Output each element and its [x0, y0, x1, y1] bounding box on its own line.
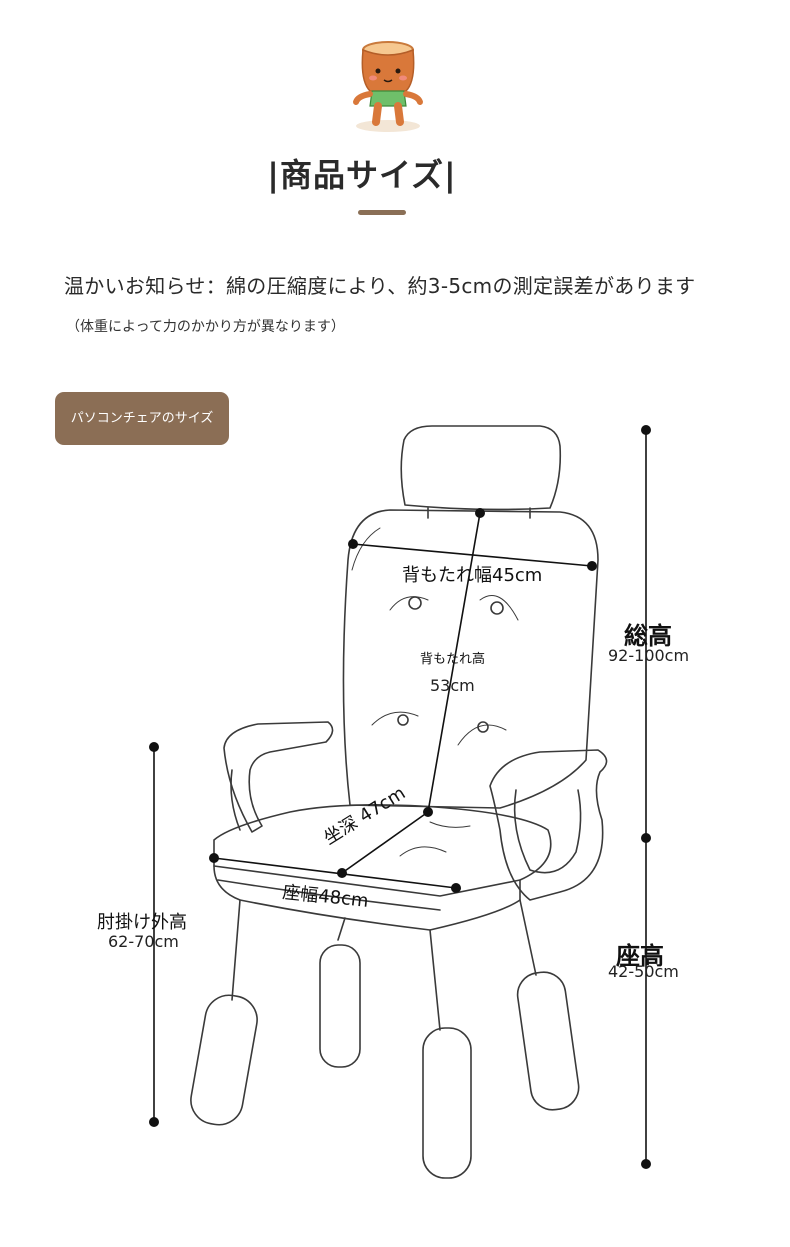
total-height-value: 92-100cm — [608, 646, 690, 665]
backrest-height-line — [427, 512, 481, 813]
backrest-width-label: 背もたれ幅45cm — [402, 565, 543, 586]
seat-height-value: 42-50cm — [608, 962, 679, 981]
seat-depth-line — [341, 811, 429, 874]
armrest-height-label: 肘掛け外高 — [97, 912, 187, 933]
armrest-height-value: 62-70cm — [108, 932, 179, 951]
backrest — [342, 509, 599, 809]
backrest-height-value: 53cm — [430, 676, 475, 695]
seat-width-line — [213, 857, 457, 889]
front-left-leg — [190, 994, 258, 1126]
measurement-notice: 温かいお知らせ：綿の圧縮度により、約3-5cmの測定誤差があります — [64, 274, 696, 298]
total-height-label: 総高 — [624, 622, 672, 650]
front-right-leg — [422, 1027, 472, 1179]
backrest-height-label: 背もたれ高 — [420, 652, 486, 667]
title-underline — [358, 210, 406, 215]
measurement-sub-note: （体重によって力のかかり方が異なります） — [66, 319, 345, 335]
tree-stump-mascot-icon — [353, 41, 423, 132]
right-armrest — [489, 749, 608, 901]
back-left-leg — [319, 944, 361, 1068]
seat-height-label: 座高 — [616, 942, 664, 970]
left-armrest — [223, 721, 334, 833]
back-right-leg — [516, 971, 580, 1111]
section-title: |商品サイズ| — [267, 156, 457, 194]
seat-cushion — [213, 804, 552, 897]
chair-size-tag: パソコンチェアのサイズ — [55, 392, 229, 445]
headrest — [400, 425, 562, 511]
